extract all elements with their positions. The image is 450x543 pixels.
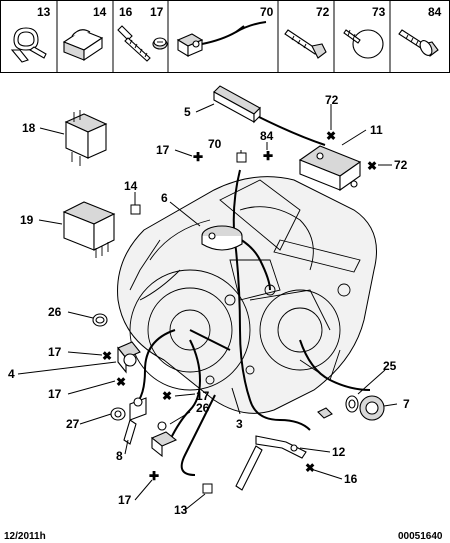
flange-screw-icon [117, 25, 151, 62]
footer-date: 12/2011h [4, 531, 46, 542]
svg-text:✖: ✖ [305, 461, 315, 475]
footer-reference: 00051640 [398, 531, 443, 542]
callout-84: 84 [260, 129, 274, 143]
callout-72-upper: 72 [325, 93, 339, 107]
part-18-relay [64, 110, 108, 166]
part-25-seal [345, 395, 359, 413]
header-ref-84: 84 [428, 5, 442, 19]
bracket-clip-icon [62, 29, 104, 62]
part-19-relay [62, 201, 116, 258]
callout-26-left: 26 [48, 305, 62, 319]
header-ref-16: 16 [119, 5, 133, 19]
part-4-sensor [117, 341, 141, 374]
part-connector [317, 407, 333, 419]
push-rivet-icon [343, 29, 384, 59]
callout-11: 11 [370, 123, 383, 137]
gearbox-housing [117, 176, 377, 414]
svg-text:✖: ✖ [116, 375, 126, 389]
header-ref-14: 14 [93, 5, 107, 19]
wiring-connector-icon [176, 21, 267, 57]
callout-17-left: 17 [48, 345, 62, 359]
callout-17-lower-left: 17 [48, 387, 62, 401]
header-ref-13: 13 [37, 5, 51, 19]
part-5-sensor [213, 85, 261, 124]
fastener-markers: ✖ ✖ ✚ ✚ ✖ ✖ ✖ ✖ ✚ [102, 129, 377, 494]
flange-bolt-icon [398, 29, 439, 57]
svg-text:✚: ✚ [193, 150, 203, 164]
callout-17-center: 17 [196, 389, 210, 403]
svg-text:✖: ✖ [162, 389, 172, 403]
header-ref-70: 70 [260, 5, 274, 19]
svg-text:✖: ✖ [367, 159, 377, 173]
part-7-sensor [359, 395, 385, 421]
callout-8: 8 [116, 449, 123, 463]
part-6-sensor [201, 225, 243, 251]
callout-16: 16 [344, 472, 358, 486]
part-speed-sensor [150, 421, 178, 458]
part-8-sensor [123, 397, 147, 445]
callout-14: 14 [124, 179, 138, 193]
screw-icon [152, 37, 168, 50]
part-26-oring [92, 313, 108, 327]
svg-text:✖: ✖ [326, 129, 336, 143]
leader-lines [17, 103, 398, 511]
callout-27: 27 [66, 417, 80, 431]
callout-25: 25 [383, 359, 397, 373]
svg-text:✖: ✖ [102, 349, 112, 363]
callout-19: 19 [20, 213, 34, 227]
svg-text:✚: ✚ [263, 149, 273, 163]
callout-72-right: 72 [394, 158, 408, 172]
callout-26-center: 26 [196, 401, 210, 415]
svg-text:✚: ✚ [149, 469, 159, 483]
part-callouts: 5 72 11 72 18 17 70 84 14 6 19 26 17 4 1… [8, 93, 410, 517]
callout-13: 13 [174, 503, 188, 517]
callout-5: 5 [184, 105, 191, 119]
part-12-bracket [235, 435, 307, 491]
callout-6: 6 [161, 191, 168, 205]
callout-3: 3 [236, 417, 243, 431]
clip-icon [10, 27, 47, 63]
callout-70: 70 [208, 137, 222, 151]
bolt-icon [284, 29, 327, 59]
header-ref-73: 73 [372, 5, 386, 19]
header-ref-72: 72 [316, 5, 330, 19]
callout-7: 7 [403, 397, 410, 411]
parts-header-strip: 13 14 16 17 70 72 73 84 [0, 0, 450, 73]
callout-17-bottom: 17 [118, 493, 132, 507]
callout-18: 18 [22, 121, 36, 135]
header-ref-17: 17 [150, 5, 164, 19]
part-27-seal [110, 407, 126, 421]
callout-4: 4 [8, 367, 15, 381]
part-11-bracket [298, 145, 362, 192]
callout-17-top: 17 [156, 143, 170, 157]
callout-12: 12 [332, 445, 346, 459]
